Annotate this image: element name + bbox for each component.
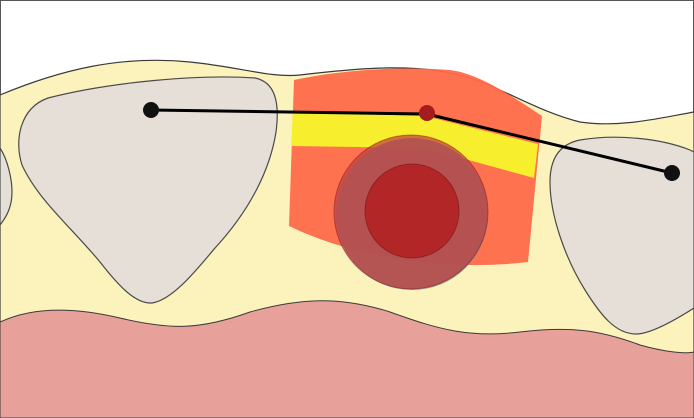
left-endpoint-marker [143, 102, 159, 118]
right-endpoint-marker [664, 165, 680, 181]
center-marker [419, 105, 435, 121]
inner-circle [365, 164, 459, 258]
